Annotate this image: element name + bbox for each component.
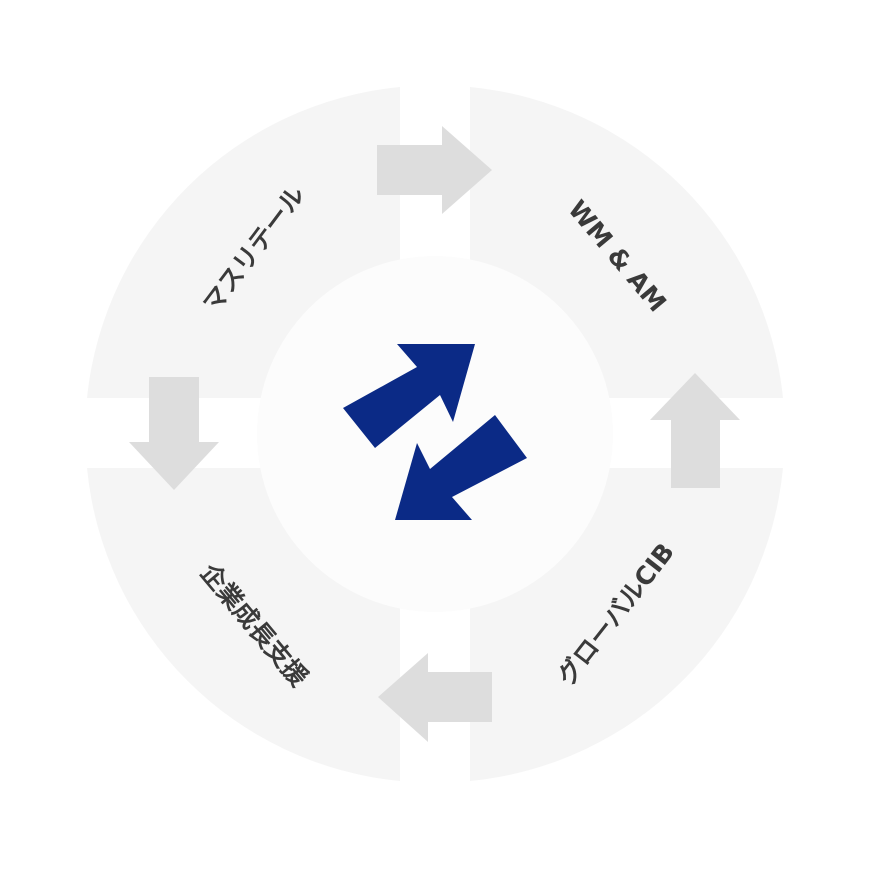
- arrow-up-icon: [650, 373, 740, 488]
- center-arrow-up-right-icon: [343, 344, 475, 448]
- ring: [87, 87, 783, 781]
- inner-circle: [257, 256, 613, 612]
- arrow-right-icon: [377, 126, 492, 214]
- center-arrow-down-left-icon: [395, 415, 527, 520]
- flow-arrows: [129, 126, 740, 742]
- center-exchange-icon: [343, 344, 527, 520]
- arrow-down-icon: [129, 377, 219, 490]
- arrow-left-icon: [378, 653, 492, 742]
